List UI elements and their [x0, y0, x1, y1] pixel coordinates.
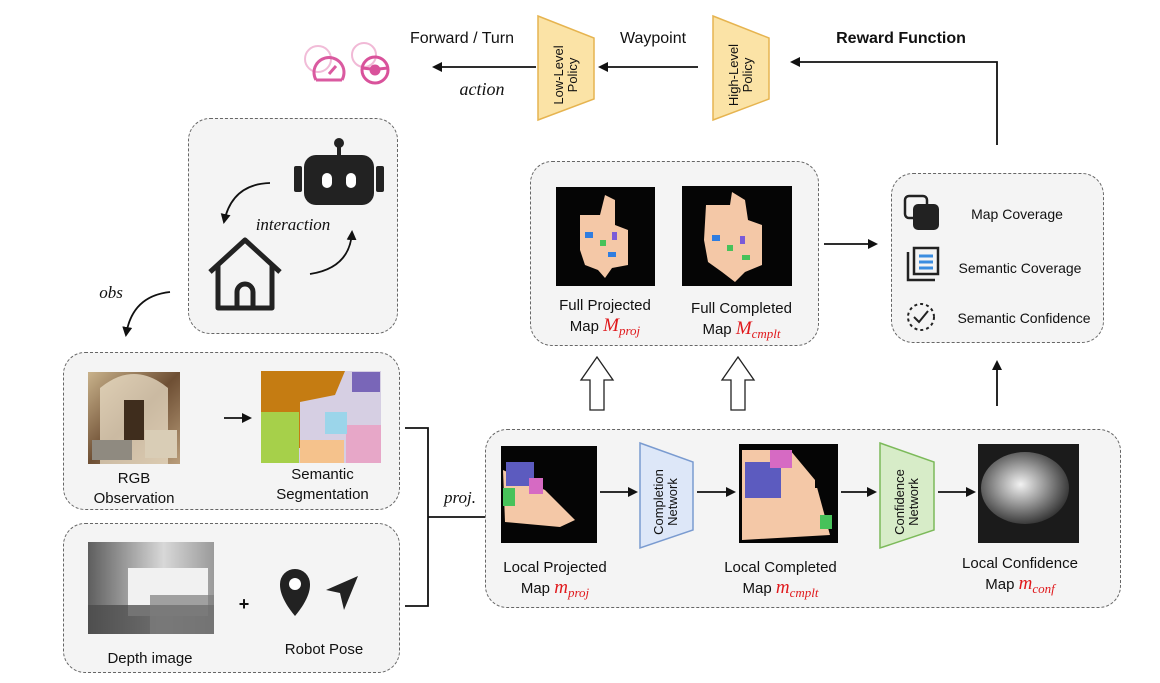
action-label: action	[459, 79, 505, 99]
m-cmplt-symbol: M	[735, 318, 752, 339]
plus-sign: +	[238, 594, 250, 614]
local-completed-map-label: Local Completed Map mcmplt	[724, 559, 837, 600]
hollow-up-arrow-left	[579, 355, 615, 411]
obs-label: obs	[99, 283, 123, 302]
proj-label: proj.	[444, 488, 476, 507]
local-projected-map-label: Local Projected Map mproj	[503, 559, 607, 600]
forward-turn-label: Forward / Turn	[409, 30, 515, 47]
interaction-label: interaction	[255, 215, 331, 234]
completion-network-shape	[639, 441, 694, 550]
depth-image	[88, 542, 214, 634]
m-proj-local-symbol: m	[554, 577, 568, 598]
confidence-network-shape	[879, 441, 935, 550]
hollow-up-arrow-right	[720, 355, 756, 411]
local-confidence-map-label: Local Confidence Map mconf	[962, 555, 1078, 596]
high-level-policy-shape	[712, 14, 770, 122]
m-cmplt-local-symbol: m	[775, 577, 790, 598]
waypoint-label: Waypoint	[619, 30, 687, 47]
semantic-coverage-label: Semantic Coverage	[958, 260, 1082, 276]
depth-image-label: Depth image	[107, 650, 193, 667]
local-confidence-map-image	[978, 444, 1079, 543]
robot-icon	[294, 138, 384, 205]
robot-pose-label: Robot Pose	[284, 641, 364, 658]
m-conf-symbol: m	[1018, 573, 1033, 594]
reward-function-label: Reward Function	[836, 30, 966, 47]
full-completed-map-label: Full Completed Map Mcmplt	[691, 300, 792, 341]
local-completed-map-image	[739, 444, 838, 543]
house-icon	[208, 237, 282, 311]
check-circle-icon	[907, 303, 935, 331]
map-coverage-label: Map Coverage	[971, 206, 1063, 222]
map-pin-icon	[280, 569, 310, 616]
document-lines-icon	[906, 246, 940, 282]
semantic-segmentation-image	[261, 371, 381, 463]
full-projected-map-image	[556, 187, 655, 286]
speedometer-icon	[304, 45, 346, 82]
low-level-policy-shape	[537, 14, 595, 122]
interaction-panel	[188, 118, 398, 334]
stacked-squares-icon	[903, 194, 939, 230]
rgb-observation-image	[88, 372, 180, 464]
semantic-confidence-label: Semantic Confidence	[957, 310, 1091, 326]
m-proj-symbol: M	[603, 315, 619, 336]
steering-wheel-icon	[351, 42, 390, 85]
navigation-arrow-icon	[326, 576, 358, 610]
full-completed-map-image	[682, 186, 792, 286]
local-projected-map-image	[501, 446, 597, 543]
full-projected-map-label: Full Projected Map Mproj	[559, 297, 651, 338]
